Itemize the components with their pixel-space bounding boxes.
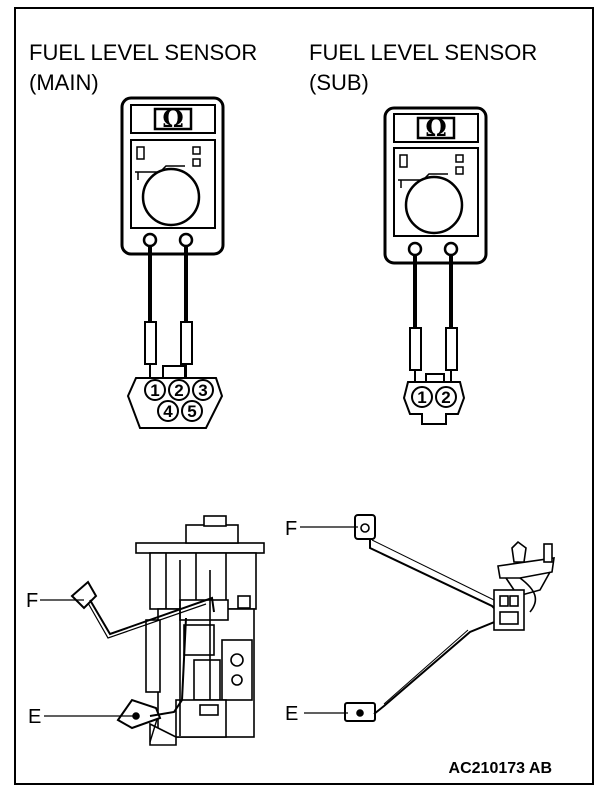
sub-callout-e: E xyxy=(285,703,298,725)
main-pin-4: 4 xyxy=(163,402,173,421)
2-pin-connector-icon: 1 2 xyxy=(402,373,466,425)
main-callout-e: E xyxy=(28,706,41,728)
main-pin-3: 3 xyxy=(198,381,207,400)
sub-sensor-assembly xyxy=(344,514,555,722)
sub-pin-1: 1 xyxy=(417,388,426,407)
main-pin-1: 1 xyxy=(150,381,159,400)
sub-pin-2: 2 xyxy=(441,388,450,407)
main-pin-5: 5 xyxy=(187,402,196,421)
sub-callout-f: F xyxy=(285,518,297,540)
main-callouts: F E xyxy=(26,590,134,728)
main-sensor-assembly xyxy=(70,515,265,746)
sub-test-leads xyxy=(409,255,458,392)
title-main-line2: (MAIN) xyxy=(29,70,99,95)
title-sub-line1: FUEL LEVEL SENSOR xyxy=(309,40,537,65)
5-pin-connector-icon: 1 2 3 4 5 xyxy=(126,365,224,429)
sub-ohmmeter: Ω xyxy=(383,106,488,265)
main-pin-2: 2 xyxy=(174,381,183,400)
main-callout-f: F xyxy=(26,590,38,612)
figure-frame xyxy=(14,7,594,785)
main-ohm-symbol: Ω xyxy=(162,104,183,133)
main-ohmmeter: Ω xyxy=(120,96,225,256)
sub-callouts: F E xyxy=(285,518,358,725)
main-test-leads xyxy=(144,246,193,385)
sub-ohm-symbol: Ω xyxy=(425,113,446,142)
title-sub-line2: (SUB) xyxy=(309,70,369,95)
title-main-line1: FUEL LEVEL SENSOR xyxy=(29,40,257,65)
figure-code: AC210173 AB xyxy=(449,760,552,777)
